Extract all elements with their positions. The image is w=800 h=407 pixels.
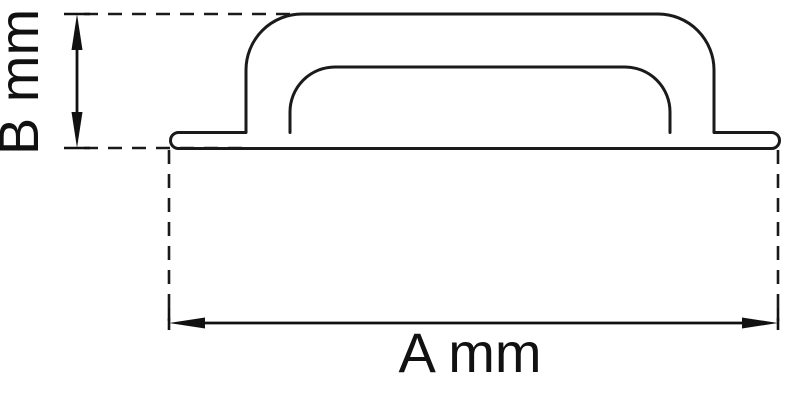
handle-outer-profile	[169, 12, 781, 150]
horizontal-dimension-arrowhead-right	[742, 317, 778, 329]
handle-inner-profile	[288, 65, 672, 134]
vertical-dimension-arrowhead-top	[71, 14, 83, 50]
vertical-dimension-group	[64, 12, 90, 150]
reference-lines-group	[84, 12, 780, 321]
horizontal-dimension-group	[167, 308, 780, 330]
horizontal-dimension-arrowhead-left	[169, 317, 205, 329]
height-dimension-label: B mm	[0, 9, 50, 155]
vertical-dimension-arrowhead-bottom	[71, 112, 83, 148]
handle-outline-group	[169, 12, 781, 150]
width-dimension-label: A mm	[398, 321, 541, 384]
